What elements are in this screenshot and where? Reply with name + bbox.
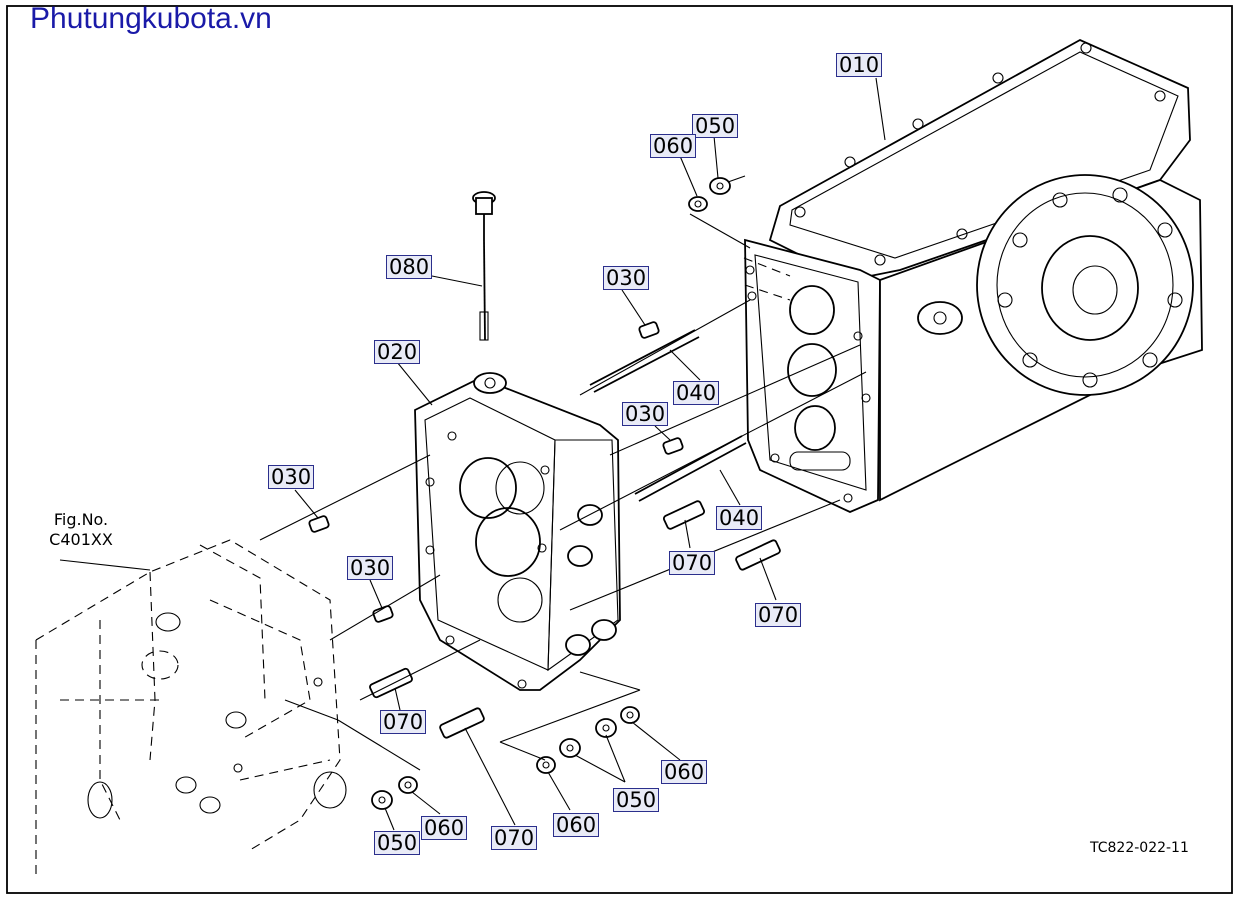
callout-060[interactable]: 060 (553, 813, 600, 837)
leader-lines (259, 77, 886, 831)
figure-reference-label: Fig.No. (53, 510, 109, 529)
front-case-reference (35, 539, 347, 880)
callout-050[interactable]: 050 (613, 788, 660, 812)
callout-030[interactable]: 030 (268, 465, 315, 489)
callout-070[interactable]: 070 (380, 710, 427, 734)
callout-080[interactable]: 080 (386, 255, 433, 279)
callout-060[interactable]: 060 (650, 134, 697, 158)
transmission-case-part (743, 38, 1203, 513)
watermark-text: Phutungkubota.vn (30, 2, 272, 35)
callout-040[interactable]: 040 (673, 381, 720, 405)
figure-reference-id: C401XX (49, 530, 113, 549)
callout-050[interactable]: 050 (692, 114, 739, 138)
callout-020[interactable]: 020 (374, 340, 421, 364)
callout-030[interactable]: 030 (347, 556, 394, 580)
mid-case-part (414, 372, 621, 691)
drawing-border (6, 5, 1233, 894)
pin-parts (308, 321, 684, 623)
nut-washer-parts (371, 175, 746, 810)
callout-070[interactable]: 070 (669, 551, 716, 575)
callout-030[interactable]: 030 (603, 266, 650, 290)
callout-030[interactable]: 030 (622, 402, 669, 426)
drawing-number: TC822-022-11 (1090, 840, 1189, 856)
callout-070[interactable]: 070 (755, 603, 802, 627)
callout-010[interactable]: 010 (836, 53, 883, 77)
callout-040[interactable]: 040 (716, 506, 763, 530)
callout-050[interactable]: 050 (374, 831, 421, 855)
callout-060[interactable]: 060 (421, 816, 468, 840)
dipstick-part (472, 191, 496, 341)
figure-reference: Fig.No. C401XX (44, 510, 118, 550)
callout-060[interactable]: 060 (661, 760, 708, 784)
callout-070[interactable]: 070 (491, 826, 538, 850)
